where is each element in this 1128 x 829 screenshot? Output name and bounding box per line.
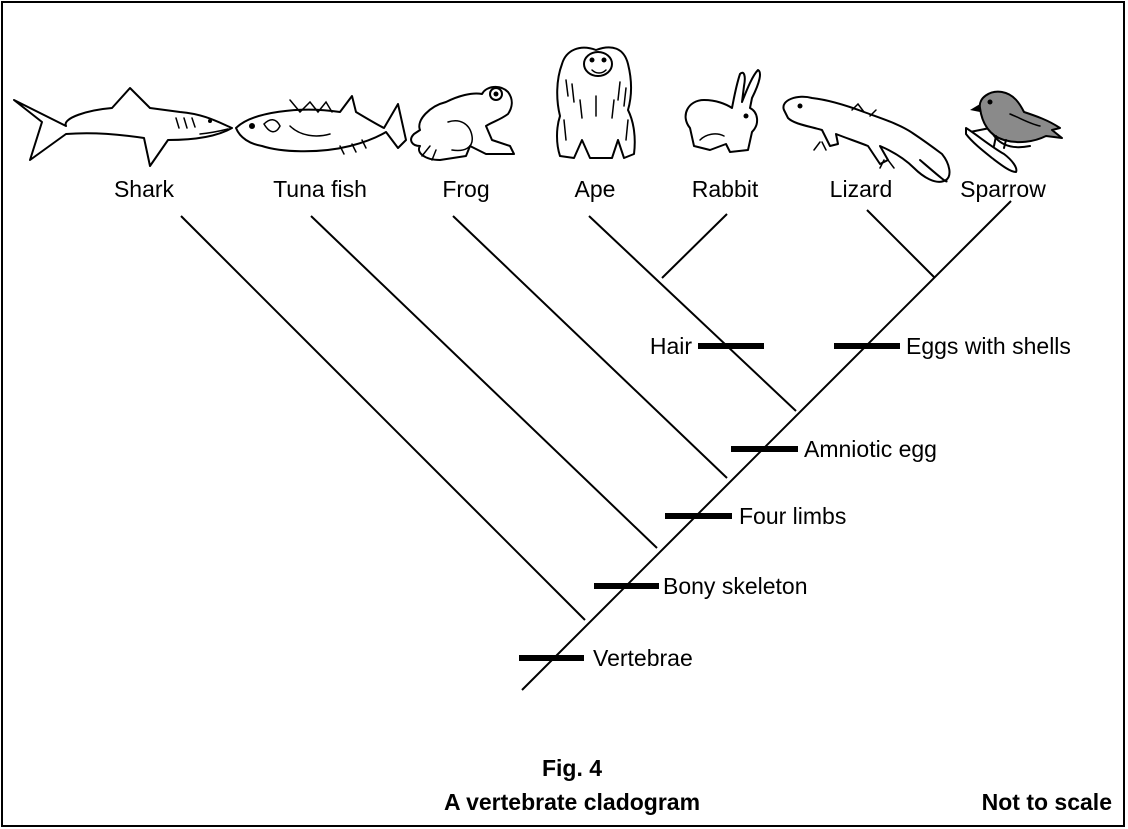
- figure-number: Fig. 4: [542, 755, 602, 781]
- rabbit-icon: [686, 70, 760, 152]
- shark-icon: [14, 88, 232, 166]
- scale-note: Not to scale: [982, 789, 1112, 815]
- main-trunk: [522, 201, 1011, 690]
- tuna-icon: [236, 96, 406, 154]
- branch-ape: [589, 216, 796, 411]
- trait-label-eggs-with-shells: Eggs with shells: [906, 333, 1071, 359]
- sparrow-icon: [966, 92, 1062, 172]
- branch-tuna: [311, 216, 657, 548]
- branch-shark: [181, 216, 585, 620]
- taxon-label: Lizard: [830, 176, 893, 202]
- lizard-icon: [783, 97, 949, 182]
- trait-label-hair: Hair: [650, 333, 693, 359]
- trait-label-four-limbs: Four limbs: [739, 503, 846, 529]
- ape-icon: [557, 47, 635, 158]
- trait-label-vertebrae: Vertebrae: [593, 645, 693, 671]
- frog-icon: [411, 87, 514, 160]
- branch-lizard: [867, 210, 934, 277]
- taxon-label: Sparrow: [960, 176, 1046, 202]
- branch-rabbit: [662, 214, 727, 278]
- figure-title: A vertebrate cladogram: [444, 789, 700, 815]
- trait-label-amniotic-egg: Amniotic egg: [804, 436, 937, 462]
- trait-label-bony-skeleton: Bony skeleton: [663, 573, 807, 599]
- taxon-label: Ape: [575, 176, 616, 202]
- taxon-label: Shark: [114, 176, 175, 202]
- taxon-label: Rabbit: [692, 176, 759, 202]
- taxon-label: Tuna fish: [273, 176, 367, 202]
- taxon-label: Frog: [442, 176, 489, 202]
